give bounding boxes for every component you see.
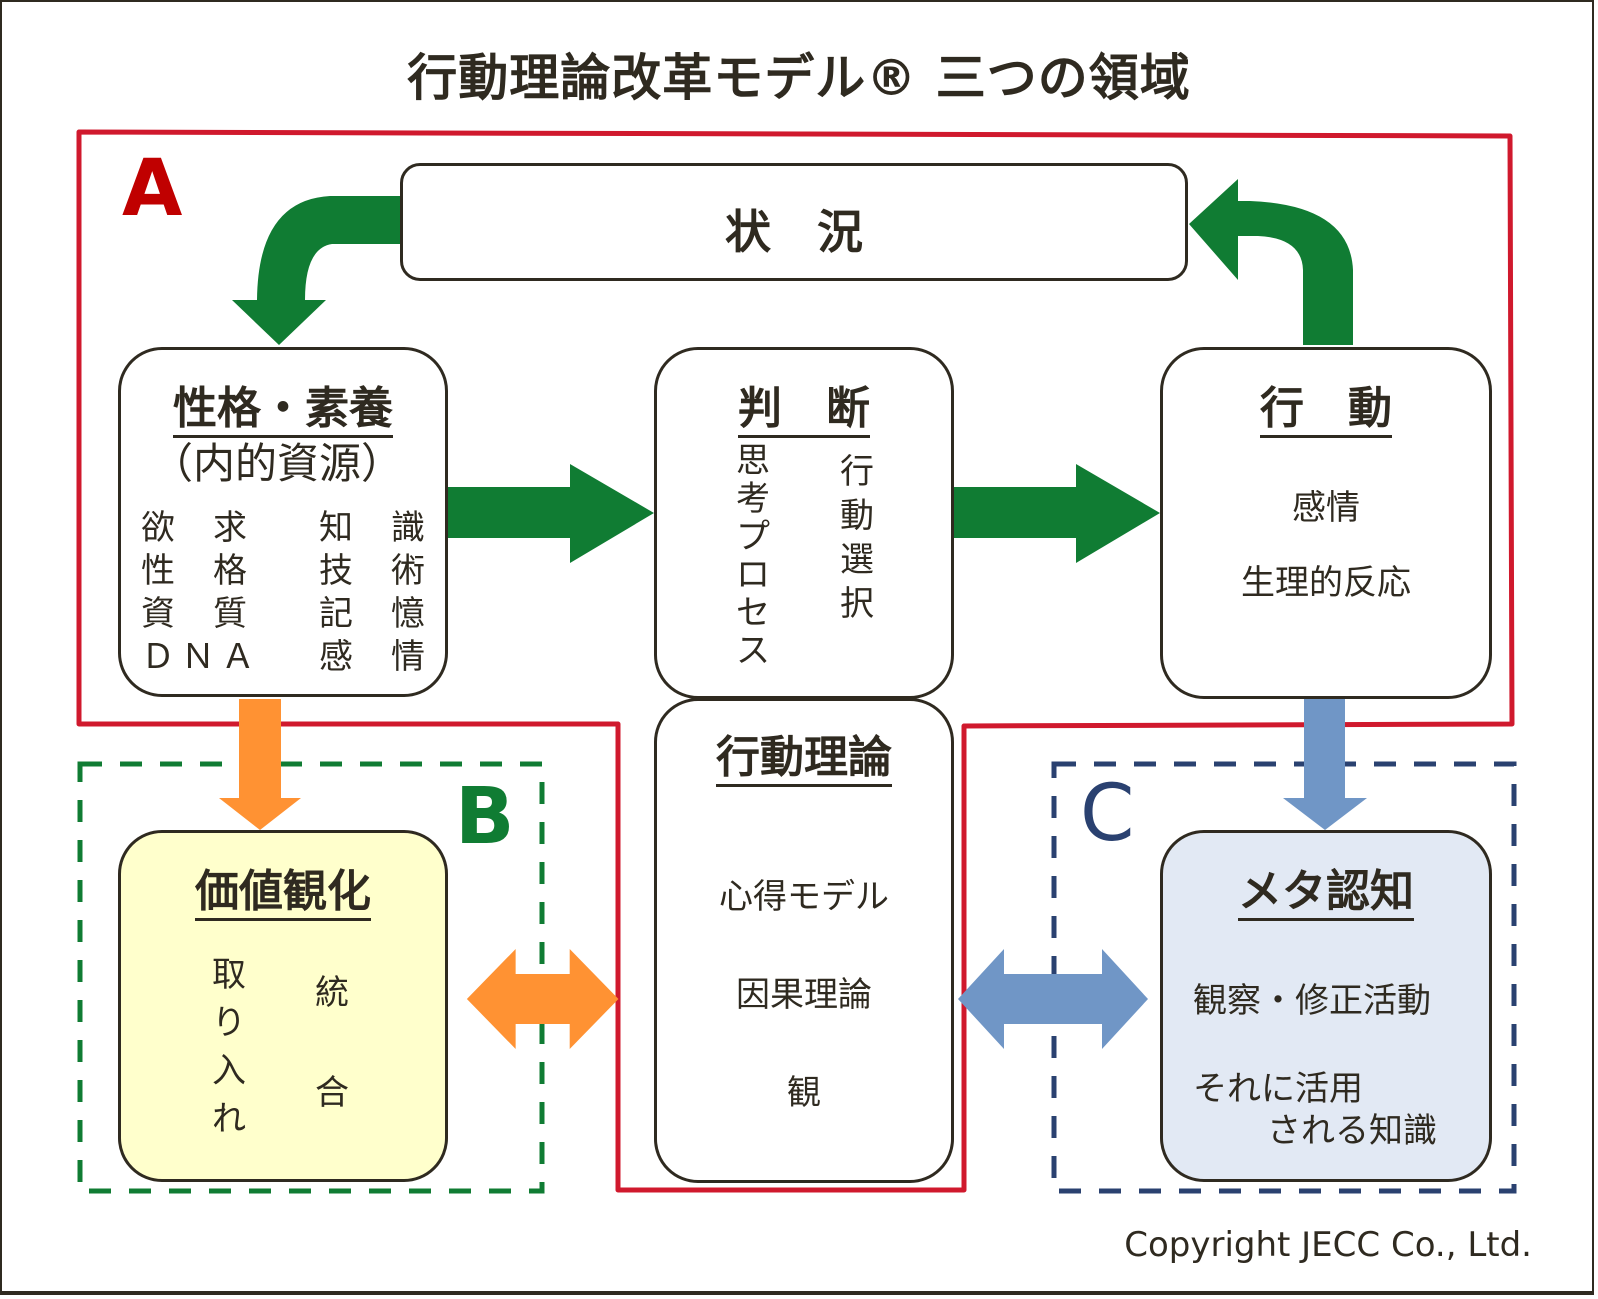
meta-line: それに活用	[1193, 1069, 1363, 1109]
situation-box: 状 況	[400, 163, 1188, 281]
personality-heading: 性格・素養	[121, 372, 445, 438]
theory-line: 観	[787, 1073, 821, 1113]
action-box: 行 動 感情 生理的反応	[1160, 347, 1492, 699]
meta-line: 観察・修正活動	[1193, 981, 1431, 1021]
grid-item: 質	[213, 594, 247, 634]
theory-line: 因果理論	[736, 975, 872, 1015]
values-box: 価値観化 取り入れ 統 合	[118, 830, 448, 1182]
judgment-action-choice: 行動選択	[840, 452, 874, 624]
situation-label: 状 況	[725, 205, 863, 259]
arrow-judgment-to-action	[953, 464, 1160, 563]
meta-box: メタ認知 観察・修正活動 それに活用 される知識	[1160, 830, 1492, 1182]
theory-line: 心得モデル	[719, 877, 889, 917]
diagram-title: 行動理論改革モデル® 三つの領域	[407, 49, 1191, 107]
region-b-label: B	[455, 772, 515, 862]
grid-item: 格	[213, 551, 247, 591]
action-line: 感情	[1292, 488, 1360, 528]
meta-heading: メタ認知	[1163, 855, 1489, 921]
region-c-label: C	[1080, 769, 1135, 859]
grid-item: 欲	[141, 508, 175, 548]
values-integration-bottom: 合	[315, 1073, 349, 1113]
action-line: 生理的反応	[1241, 563, 1411, 603]
grid-item: 憶	[391, 594, 425, 634]
theory-box: 行動理論 心得モデル 因果理論 観	[654, 698, 954, 1183]
theory-heading: 行動理論	[657, 721, 951, 787]
personality-box: 性格・素養 （内的資源） 欲 求 知 識 性 格 技 術 資 質 記 憶 ＤＮＡ…	[118, 347, 448, 697]
judgment-thinking-process: 思考プロセス	[736, 441, 770, 671]
judgment-box: 判 断 思考プロセス 行動選択	[654, 347, 954, 699]
arrow-theory-meta-bidirectional	[958, 949, 1148, 1049]
grid-item: 知	[319, 508, 353, 548]
arrow-action-to-meta	[1283, 699, 1367, 830]
arrow-action-to-situation	[1189, 179, 1353, 345]
grid-item: 感	[319, 637, 353, 677]
arrow-situation-to-personality	[232, 196, 400, 345]
action-heading: 行 動	[1163, 372, 1489, 438]
values-intake: 取り入れ	[212, 955, 246, 1139]
judgment-heading: 判 断	[657, 372, 951, 438]
meta-line: される知識	[1267, 1111, 1437, 1151]
grid-item: 求	[213, 508, 247, 548]
values-heading: 価値観化	[121, 855, 445, 921]
copyright-notice: Copyright JECC Co., Ltd.	[1124, 1225, 1532, 1265]
grid-item: 記	[319, 594, 353, 634]
grid-item: 術	[391, 551, 425, 591]
arrow-personality-to-values	[219, 699, 301, 830]
grid-item: 情	[391, 637, 425, 677]
grid-item: 識	[391, 508, 425, 548]
region-a-label: A	[122, 144, 183, 234]
arrow-values-theory-bidirectional	[466, 949, 619, 1049]
personality-subheading: （内的資源）	[151, 439, 404, 488]
arrow-personality-to-judgment	[443, 464, 654, 563]
region-b-outline	[77, 761, 545, 1194]
grid-item: 技	[319, 551, 353, 591]
grid-item: ＤＮＡ	[141, 637, 261, 677]
grid-item: 性	[141, 551, 175, 591]
grid-item: 資	[141, 594, 175, 634]
values-integration-top: 統	[315, 973, 349, 1013]
